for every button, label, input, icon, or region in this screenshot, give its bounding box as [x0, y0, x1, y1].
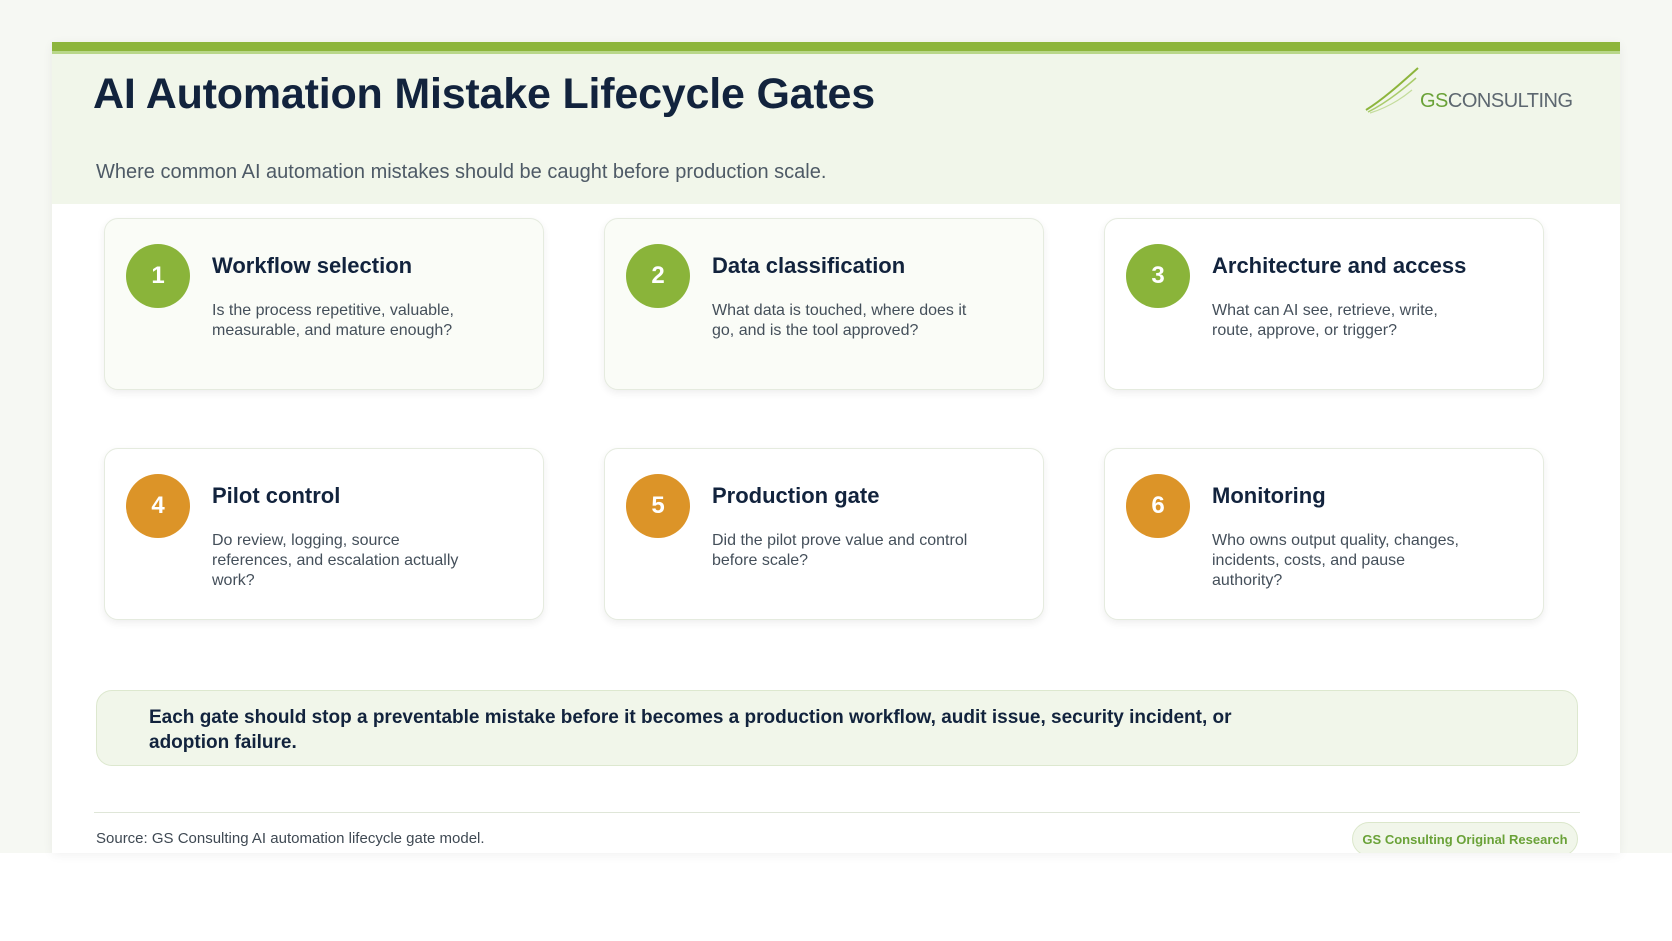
gate-title: Architecture and access: [1212, 253, 1467, 278]
gate-description: Do review, logging, source references, a…: [212, 532, 459, 589]
gate-description: What data is touched, where does it go, …: [712, 302, 967, 339]
gate-card-4: 4 Pilot control Do review, logging, sour…: [104, 448, 544, 620]
gate-description: Who owns output quality, changes, incide…: [1212, 532, 1459, 589]
gate-number-badge: 3: [1126, 244, 1190, 308]
swoosh-logo-icon: [1365, 67, 1419, 114]
gate-title: Pilot control: [212, 483, 341, 508]
gate-description: What can AI see, retrieve, write, route,…: [1212, 302, 1438, 339]
callout-text: Each gate should stop a preventable mist…: [149, 707, 1232, 753]
logo-wordmark: GSCONSULTING: [1420, 90, 1573, 113]
gate-card-3: 3 Architecture and access What can AI se…: [1104, 218, 1544, 390]
page-subtitle: Where common AI automation mistakes shou…: [96, 161, 827, 183]
header: AI Automation Mistake Lifecycle Gates Wh…: [52, 54, 1620, 204]
top-accent-bar-light: [52, 51, 1620, 54]
gate-title: Workflow selection: [212, 253, 413, 278]
gate-number-badge: 5: [626, 474, 690, 538]
logo-wordmark-prefix: GS: [1420, 90, 1448, 112]
gate-title: Monitoring: [1212, 483, 1326, 508]
gate-number-badge: 6: [1126, 474, 1190, 538]
original-research-badge: GS Consulting Original Research: [1352, 822, 1578, 853]
source-note: Source: GS Consulting AI automation life…: [96, 830, 485, 847]
gate-card-2: 2 Data classification What data is touch…: [604, 218, 1044, 390]
top-accent-bar: [52, 42, 1620, 51]
gate-title: Data classification: [712, 253, 906, 278]
page-title: AI Automation Mistake Lifecycle Gates: [93, 70, 875, 118]
gate-number-badge: 1: [126, 244, 190, 308]
page-bottom-margin: [0, 853, 1672, 941]
gate-title: Production gate: [712, 483, 880, 508]
footer-divider: [94, 812, 1580, 813]
gate-card-6: 6 Monitoring Who owns output quality, ch…: [1104, 448, 1544, 620]
gate-description: Is the process repetitive, valuable, mea…: [212, 302, 454, 339]
gs-consulting-logo: GSCONSULTING: [1364, 66, 1573, 126]
slide-frame: AI Automation Mistake Lifecycle Gates Wh…: [52, 42, 1620, 853]
gate-number-badge: 2: [626, 244, 690, 308]
gate-card-5: 5 Production gate Did the pilot prove va…: [604, 448, 1044, 620]
logo-wordmark-suffix: CONSULTING: [1447, 90, 1573, 112]
summary-callout: Each gate should stop a preventable mist…: [96, 690, 1578, 766]
gate-description: Did the pilot prove value and control be…: [712, 532, 968, 569]
gate-number-badge: 4: [126, 474, 190, 538]
gate-card-1: 1 Workflow selection Is the process repe…: [104, 218, 544, 390]
